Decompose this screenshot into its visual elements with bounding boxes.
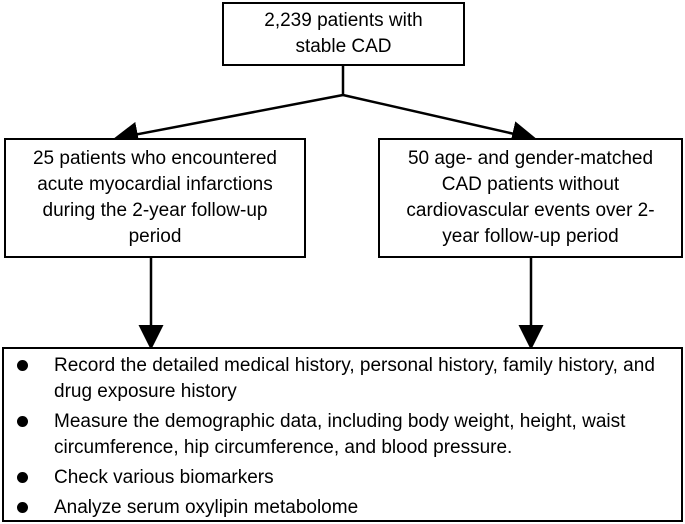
arrow-top-to-right <box>342 93 537 146</box>
bullet-icon <box>17 360 28 371</box>
procedure-item: Check various biomarkers <box>4 465 681 491</box>
case-group-box: 25 patients who encountered acute myocar… <box>4 138 306 258</box>
case-group-text: 25 patients who encountered acute myocar… <box>32 148 277 247</box>
cohort-text: 2,239 patients with stable CAD <box>264 10 423 57</box>
bullet-icon <box>17 472 28 483</box>
procedures-box: Record the detailed medical history, per… <box>2 347 683 522</box>
procedures-list: Record the detailed medical history, per… <box>4 349 681 521</box>
procedure-text: Analyze serum oxylipin metabolome <box>54 497 359 518</box>
arrow-top-to-left <box>113 93 344 147</box>
bullet-icon <box>17 416 28 427</box>
procedure-item: Analyze serum oxylipin metabolome <box>4 495 681 521</box>
procedure-text: Measure the demographic data, including … <box>54 411 626 458</box>
control-group-text: 50 age- and gender-matched CAD patients … <box>406 148 655 247</box>
procedure-text: Record the detailed medical history, per… <box>54 355 655 402</box>
bullet-icon <box>17 502 28 513</box>
procedure-item: Record the detailed medical history, per… <box>4 353 681 405</box>
cohort-box: 2,239 patients with stable CAD <box>222 2 465 66</box>
procedure-item: Measure the demographic data, including … <box>4 409 681 461</box>
procedure-text: Check various biomarkers <box>54 467 274 488</box>
control-group-box: 50 age- and gender-matched CAD patients … <box>378 138 683 258</box>
